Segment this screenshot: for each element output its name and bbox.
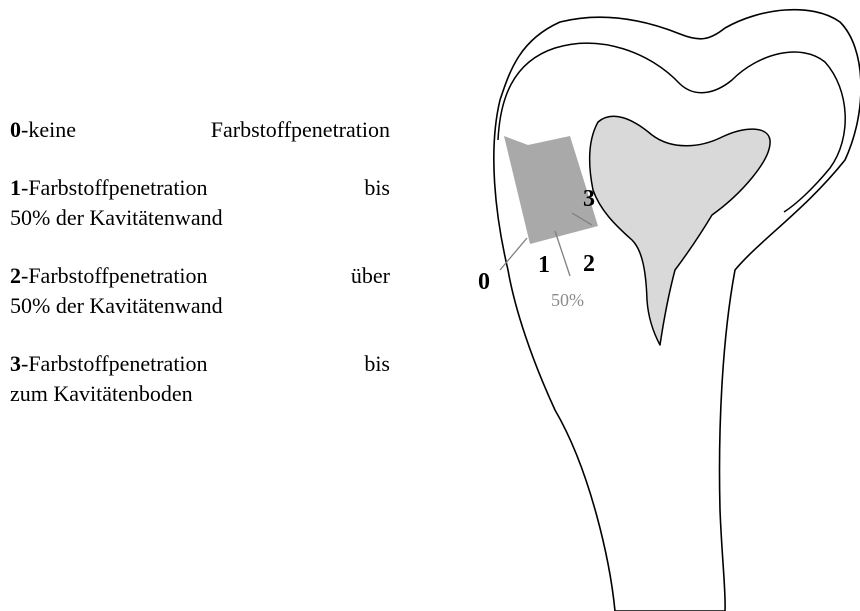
label-0: 0 — [478, 269, 490, 295]
label-50-percent: 50% — [551, 290, 584, 310]
label-1: 1 — [538, 252, 550, 278]
pulp-chamber — [590, 116, 770, 345]
leader-line-50pct — [555, 231, 570, 276]
label-3: 3 — [583, 186, 595, 212]
label-2: 2 — [583, 251, 595, 277]
tooth-outline — [494, 10, 860, 611]
